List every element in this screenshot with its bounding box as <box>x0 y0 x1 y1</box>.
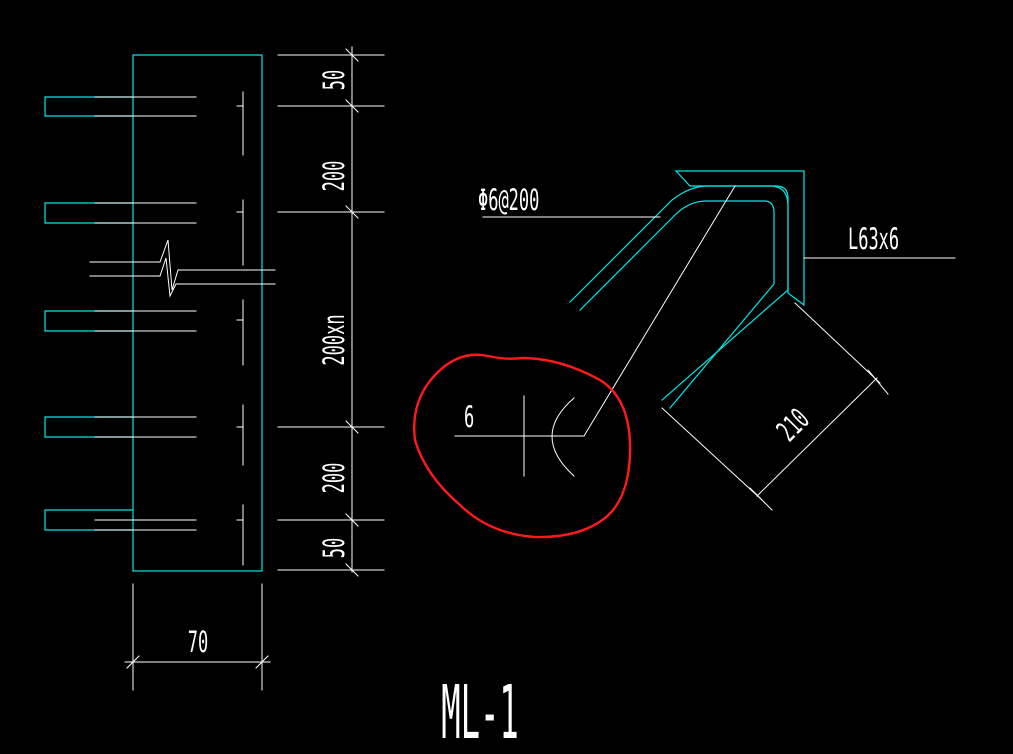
anchor-bar <box>44 96 134 117</box>
leg-210-label: 210 <box>770 402 816 448</box>
anchor-bar <box>44 202 134 224</box>
steel-angle <box>674 170 805 307</box>
dim-200xn: 200xn <box>317 314 351 365</box>
drawing-title: ML-1 <box>441 671 519 754</box>
rebar-bend <box>569 185 789 401</box>
anchor-bar <box>44 310 134 332</box>
steel-plate <box>132 54 263 572</box>
width-dimension <box>124 583 271 691</box>
vertical-dimension-chain <box>277 46 385 577</box>
markup-circle <box>413 353 632 539</box>
section-annotation-lines <box>454 185 956 511</box>
weld-size-label: 6 <box>464 400 474 434</box>
dim-width-70: 70 <box>188 625 208 659</box>
anchor-bar <box>44 509 134 531</box>
anchor-weld-lines <box>89 91 276 566</box>
rebar-spec-label: Φ6@200 <box>478 183 539 217</box>
rebar-bend-inner <box>579 200 775 409</box>
anchor-bars <box>44 96 134 531</box>
dim-bottom-50: 50 <box>317 538 351 558</box>
dim-200-top: 200 <box>317 161 351 192</box>
weld-arc <box>551 397 575 477</box>
break-line <box>89 239 276 291</box>
dim-200-bottom: 200 <box>317 463 351 494</box>
anchor-bar <box>44 416 134 438</box>
angle-spec-label: L63x6 <box>848 222 899 256</box>
dim-top-50: 50 <box>317 70 351 90</box>
angle-section <box>569 170 805 409</box>
embed-plate-elevation <box>44 54 263 572</box>
weld-leader <box>583 185 736 437</box>
